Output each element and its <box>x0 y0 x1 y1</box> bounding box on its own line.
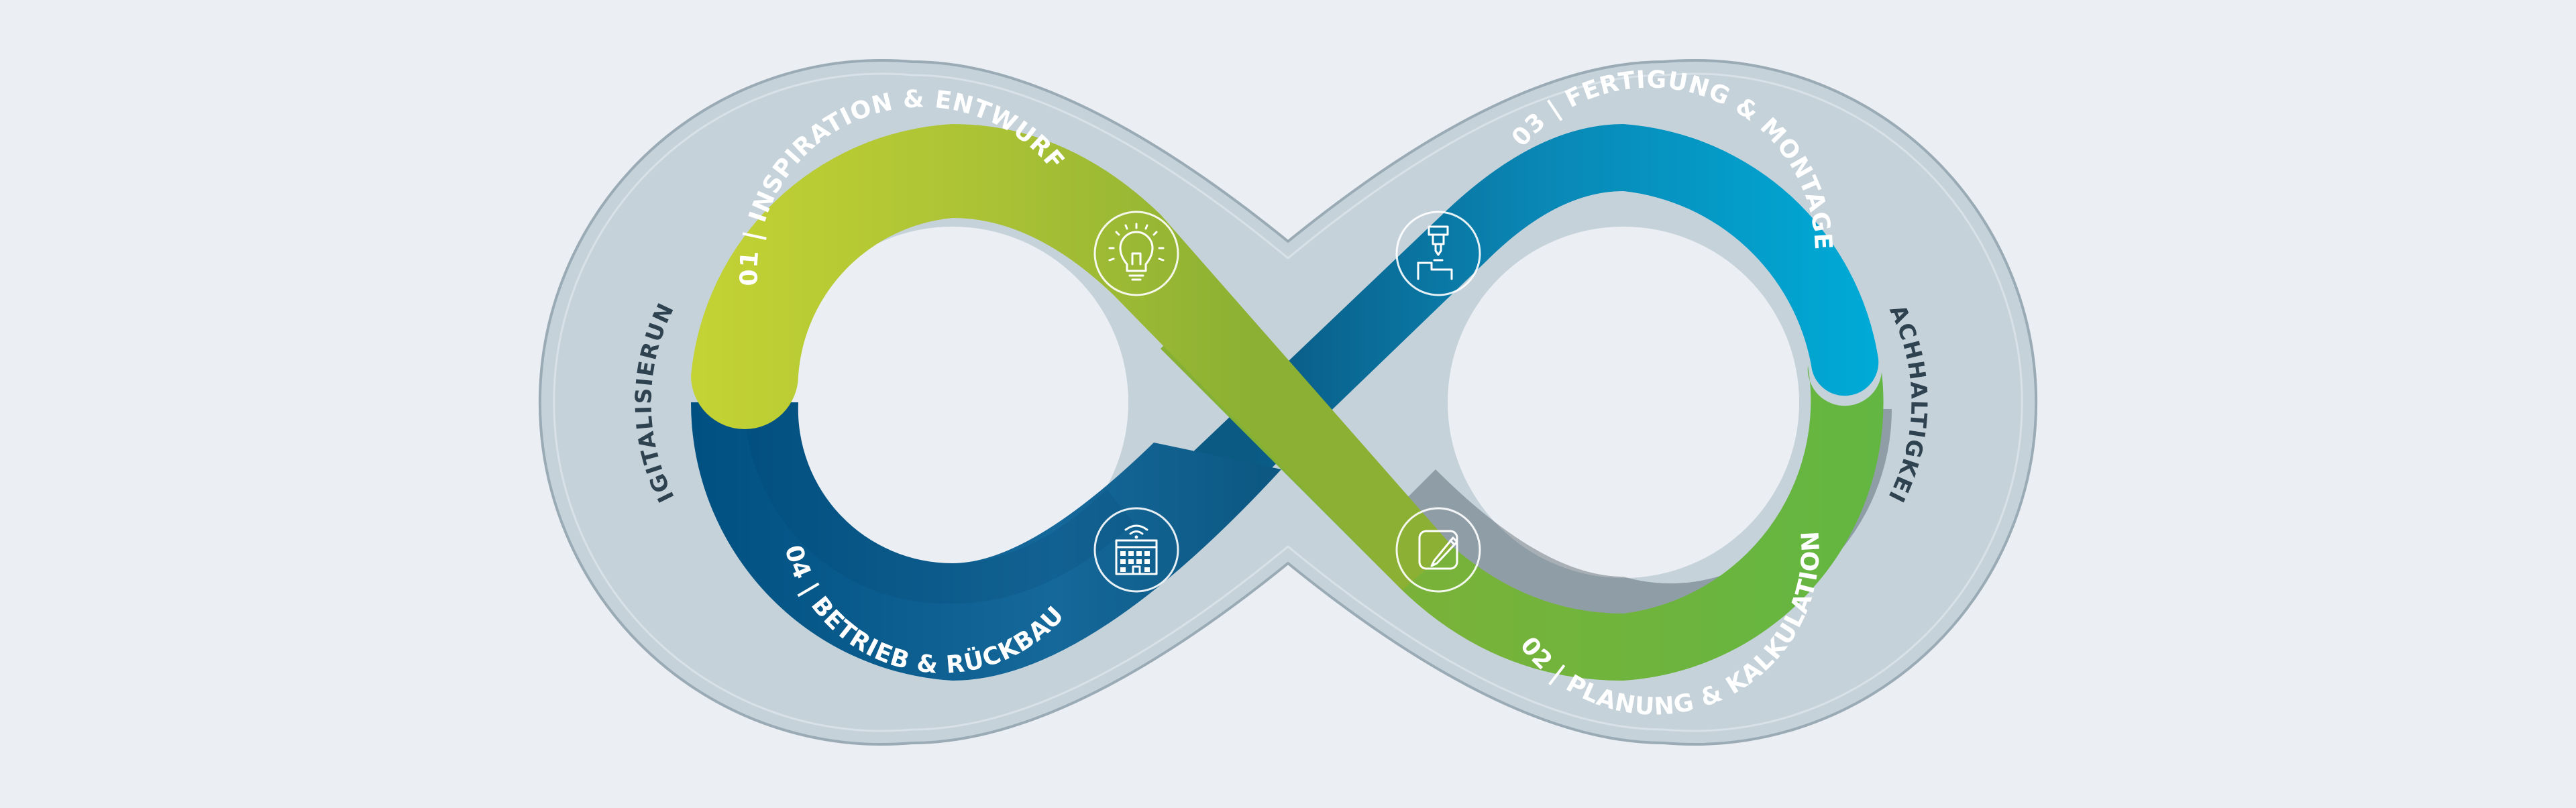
smart-building-icon <box>1093 507 1179 593</box>
lightbulb-icon <box>1093 211 1179 296</box>
segment-04 <box>690 402 1281 681</box>
machining-icon <box>1395 211 1481 296</box>
pencil-tablet-icon <box>1395 507 1481 593</box>
segment-01 <box>691 124 1452 590</box>
